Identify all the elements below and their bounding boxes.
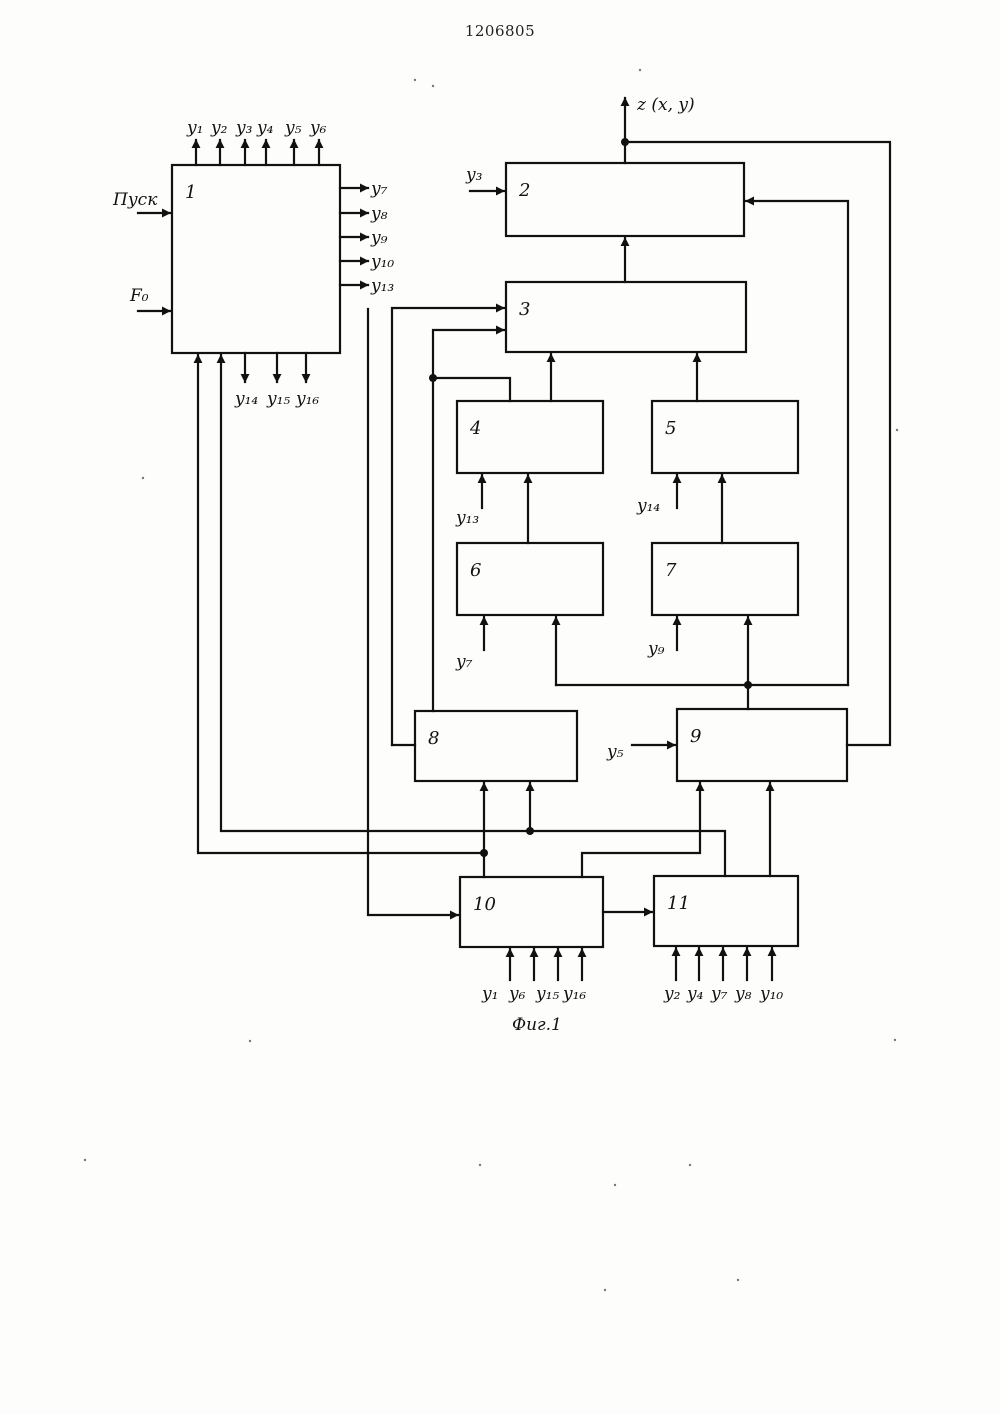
b8-to-b3 [392, 308, 504, 745]
block-9-number: 9 [690, 726, 701, 747]
b11-input-label-y2: y₂ [663, 984, 681, 1004]
block-2 [506, 163, 744, 236]
b11-input-label-y4: y₄ [686, 984, 704, 1004]
block-4-number: 4 [469, 418, 481, 439]
scan-speck [142, 477, 144, 479]
scan-speck [614, 1184, 616, 1186]
scan-speck [604, 1289, 606, 1291]
b8-bus-to-b4 [433, 378, 510, 401]
b5-input-label: y₁₄ [636, 496, 660, 516]
scan-speck [432, 85, 434, 87]
signal-label-y16: y₁₆ [295, 389, 319, 409]
signal-label-y3: y₃ [235, 118, 253, 138]
signal-label-y1: y₁ [186, 118, 203, 138]
signal-label-y5: y₅ [284, 118, 302, 138]
b10-input-label-y15: y₁₅ [535, 984, 559, 1004]
scan-speck [689, 1164, 691, 1166]
signal-label-y15: y₁₅ [266, 389, 290, 409]
signal-label-y13: y₁₃ [370, 276, 394, 296]
block-10-number: 10 [473, 894, 496, 915]
signal-label-y9: y₉ [370, 228, 388, 248]
block-7-number: 7 [665, 560, 677, 581]
block-2-number: 2 [518, 180, 530, 201]
signal-label-y14: y₁₄ [234, 389, 258, 409]
b10-input-label-y16: y₁₆ [562, 984, 586, 1004]
scan-speck [737, 1279, 739, 1281]
clock-signal-label: F₀ [129, 286, 149, 306]
junction-dot [744, 681, 752, 689]
b7-input-label: y₉ [647, 639, 665, 659]
b11-input-label-y10: y₁₀ [759, 984, 783, 1004]
block-3-number: 3 [519, 299, 530, 320]
scan-speck [414, 79, 416, 81]
signal-label-y10: y₁₀ [370, 252, 394, 272]
signal-label-y7: y₇ [370, 179, 388, 199]
scan-speck [479, 1164, 481, 1166]
block-6-number: 6 [470, 560, 481, 581]
b1-to-b10 [368, 309, 458, 915]
junction-dot [526, 827, 534, 835]
signal-label-y8: y₈ [370, 204, 388, 224]
b10-input-label-y6: y₆ [508, 984, 526, 1004]
b9-input-label: y₅ [606, 742, 624, 762]
junction-dot [429, 374, 437, 382]
block-1-number: 1 [185, 182, 196, 203]
signal-label-y4: y₄ [256, 118, 274, 138]
scan-speck [249, 1040, 251, 1042]
signal-label-y2: y₂ [210, 118, 228, 138]
figure-caption: Фиг.1 [512, 1015, 562, 1035]
junction-dot [480, 849, 488, 857]
block-8-number: 8 [428, 728, 439, 749]
scan-speck [894, 1039, 896, 1041]
block-5-number: 5 [665, 418, 676, 439]
output-signal-label: z (x, y) [636, 95, 695, 115]
junction-dot [621, 138, 629, 146]
block-1 [172, 165, 340, 353]
scan-speck [639, 69, 641, 71]
feedback-9-to-output [625, 142, 890, 745]
block-3 [506, 282, 746, 352]
scan-speck [896, 429, 898, 431]
b10-input-label-y1: y₁ [481, 984, 498, 1004]
block-11-number: 11 [667, 893, 690, 914]
start-signal-label: Пуск [112, 190, 158, 210]
b11-input-label-y8: y₈ [734, 984, 752, 1004]
b11-input-label-y7: y₇ [710, 984, 728, 1004]
feedback-to-b1-a [198, 355, 484, 853]
block-9 [677, 709, 847, 781]
b6-input-label: y₇ [455, 652, 473, 672]
b4-input-label: y₁₃ [455, 508, 479, 528]
scan-speck [84, 1159, 86, 1161]
b2-input-label: y₃ [465, 165, 483, 185]
signal-label-y6: y₆ [309, 118, 327, 138]
